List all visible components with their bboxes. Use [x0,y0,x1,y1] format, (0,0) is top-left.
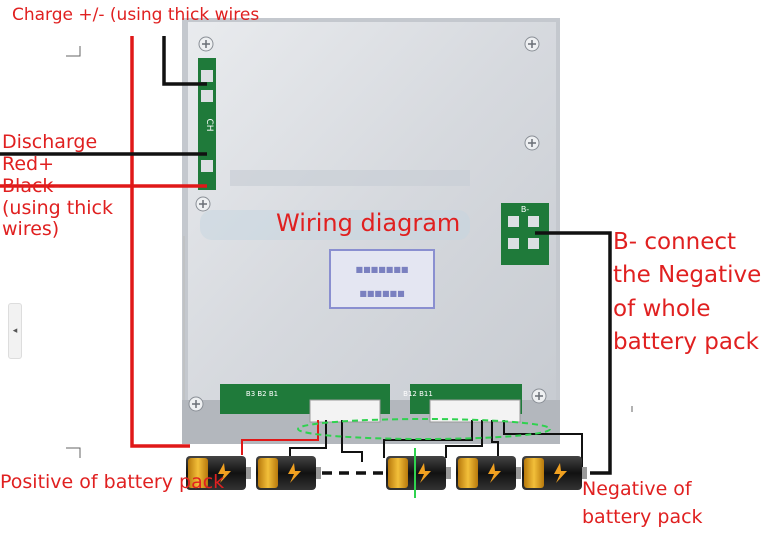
screw-icon [524,36,540,52]
battery-cells [186,456,587,490]
screw-icon [198,36,214,52]
terminal-pad [528,238,539,249]
discharge-label-line: wires) [2,218,60,241]
b-minus-label: B- connect the Negative of whole battery… [613,226,761,359]
balance-connector-label: B3 B2 B1 [246,390,278,398]
balance-plug-right [429,399,521,423]
screw-icon [188,396,204,412]
corner-mark [66,46,81,57]
discharge-label-line: Red+ [2,152,55,175]
balance-wires [241,420,583,476]
board-watermark-band [200,210,470,240]
charge-label: Charge +/- (using thick wires [12,5,260,25]
terminal-pad [508,238,519,249]
discharge-label-line: (using thick [2,196,113,219]
terminal-pad [528,216,539,227]
connector-highlight-ellipse [297,418,551,440]
discharge-label: Discharge Red+ Black- (using thick wires… [2,131,113,241]
board-sticker-line: ■■■■■■ [359,289,404,298]
discharge-label-line: Black- [2,174,61,197]
negative-label-line: Negative of [582,478,692,500]
b-minus-label-line: the Negative [613,262,762,289]
board-watermark-band [230,170,470,186]
board-sticker-line: ■■■■■■■ [356,265,409,274]
negative-label: Negative of battery pack [582,476,703,531]
terminal-pad [508,216,519,227]
screw-icon [524,135,540,151]
battery-cell-icon [186,456,251,490]
battery-cell-icon [522,456,587,490]
chevron-left-icon[interactable]: ◂ [8,303,22,359]
battery-cell-icon [386,456,451,490]
pcb-pad-text: CH [204,118,214,131]
charge-red-wire [130,36,190,448]
wiring-diagram-title: Wiring diagram [276,209,461,237]
b-minus-label-line: battery pack [613,329,759,356]
board-sticker [329,249,435,309]
b-minus-label-line: of whole [613,295,711,322]
negative-label-line: battery pack [582,505,703,528]
battery-cell-icon [456,456,521,490]
discharge-label-line: Discharge [2,131,98,153]
screw-icon [531,388,547,404]
screw-icon [195,196,211,212]
corner-mark [66,447,81,458]
balance-plug-left [309,399,381,423]
positive-label: Positive of battery pack [0,471,225,493]
b-minus-label-line: B- connect [613,229,737,255]
battery-cell-icon [256,456,321,490]
charge-black-wire [162,36,207,86]
pcb-pad [201,160,213,172]
b-minus-terminal-text: B- [521,205,529,214]
b-minus-wire [535,231,612,475]
balance-connector-label: B12 B11 [403,390,433,398]
bms-board [188,22,556,420]
pcb-pad [201,70,213,82]
pcb-pad [201,90,213,102]
